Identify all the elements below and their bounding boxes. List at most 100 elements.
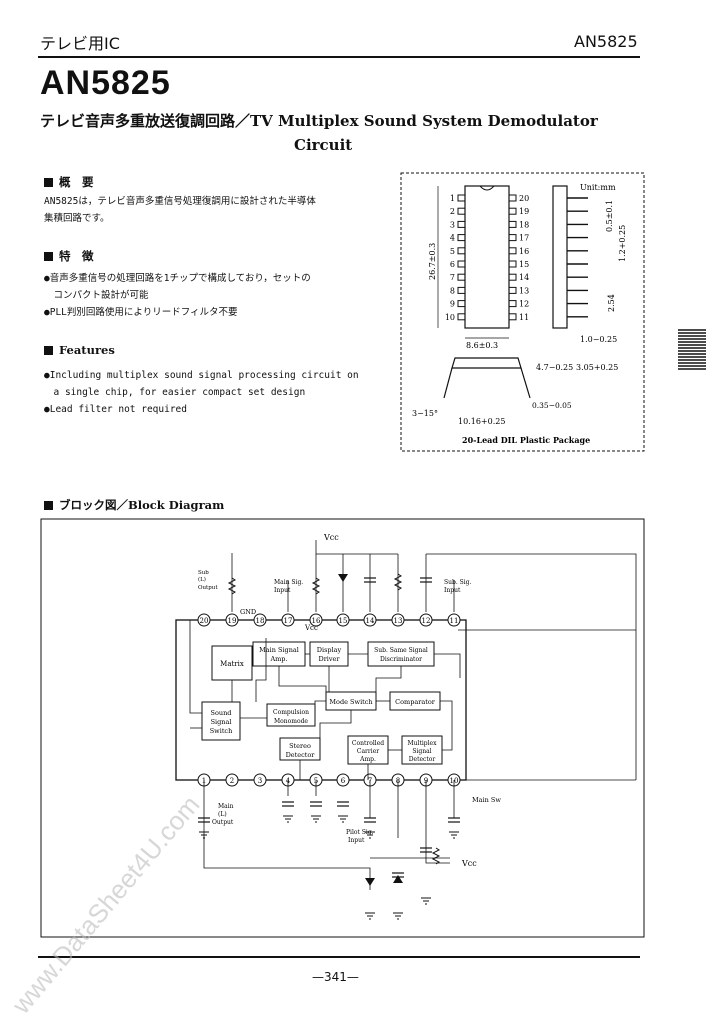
footer-rule [38,956,640,958]
dim-width: 8.6±0.3 [466,341,498,350]
features-en-text: ●Including multiplex sound signal proces… [44,370,359,415]
bd-top-pin [447,613,461,627]
diode-icon [338,574,348,582]
package-pin [508,260,517,268]
display-driver-label: Display [317,646,342,654]
bd-top-pin [253,613,267,627]
ground-symbol [199,831,209,839]
bd-top-pin-number: 18 [256,617,265,625]
vcc-inner-label: Vcc [304,624,318,632]
bd-top-pin-number: 12 [422,617,431,625]
package-pin [508,247,517,255]
page-number: —341— [312,970,359,984]
bd-top-pin [197,613,211,627]
dim-lead-pitch: 2.54 [607,294,616,312]
package-pin-number: 19 [519,207,529,216]
package-pin [457,234,466,242]
subtitle-line2: Circuit [294,136,353,154]
bd-top-pin [419,613,433,627]
package-pin-number: 12 [519,300,529,309]
diode-icon [393,875,403,883]
sub-signal-discriminator-label: Sub. Same Signal [374,647,428,654]
package-pin [457,300,466,308]
bd-bottom-pin [336,773,350,787]
package-pin-number: 10 [445,313,455,322]
compulsion-monomode-block [266,703,316,727]
main-output-label: Main [218,803,234,810]
side-view-body [552,185,568,329]
vcc-top-label: Vcc [323,533,339,542]
sub-output-label: (L) [198,576,206,583]
package-pin [457,207,466,215]
subtitle-line1: テレビ音声多重放送復調回路／TV Multiplex Sound System … [40,112,598,130]
package-pin [508,313,517,321]
resistor [393,573,403,591]
internal-wiring [189,620,461,780]
package-pin [457,220,466,228]
package-drawing: Unit:mm 1234567891020191817161514131211 … [400,172,645,452]
package-pin [457,286,466,294]
package-pin [508,286,517,294]
package-pin-number: 3 [450,220,455,229]
features-en-heading: Features [44,343,115,357]
ground-symbol [393,912,403,920]
package-pin-number: 7 [450,273,455,282]
vcc-bottom-label: Vcc [461,859,477,868]
bd-bottom-pin-number: 6 [341,777,346,785]
package-pin-number: 13 [519,286,529,295]
front-view-body [451,357,522,369]
compulsion-monomode-label: Monomode [274,718,308,725]
package-pin [457,247,466,255]
external-components [198,573,460,920]
section-square-icon [44,501,53,510]
ground-symbol [365,912,375,920]
sound-signal-switch-label: Switch [210,727,233,735]
ground-symbol [311,815,321,823]
package-pin-number: 14 [519,273,529,282]
stereo-detector-label: Stereo [289,742,311,750]
multiplex-signal-detector-label: Signal [412,748,431,755]
bd-top-pin-number: 19 [228,617,237,625]
package-pin [457,313,466,321]
side-view-leads [567,197,588,318]
section-square-icon [44,346,53,355]
bd-top-pin-number: 11 [450,617,459,625]
bd-top-pin [363,613,377,627]
page-title: AN5825 [40,64,171,102]
package-pin-number: 17 [519,234,529,243]
bd-top-pin-number: 17 [284,617,293,625]
controlled-carrier-amp-label: Carrier [357,748,379,755]
package-pin-number: 18 [519,220,529,229]
ground-symbol [449,831,459,839]
dim-lead-t: 0.35−0.05 [532,401,572,410]
main-sw-label: Main Sw [472,796,501,804]
package-pin [457,273,466,281]
package-pin-number: 1 [450,194,455,203]
resistor [227,577,237,595]
bd-bottom-pin [225,773,239,787]
dim-height: 4.7−0.25 [536,363,573,372]
bd-top-pin [225,613,239,627]
section-square-icon [44,252,53,261]
controlled-carrier-amp-label: Controlled [352,740,384,747]
diode-icon [365,878,375,886]
controlled-carrier-amp-label: Amp. [359,756,376,763]
main-output-label: Output [212,819,234,826]
resistor [311,577,321,595]
package-pin [508,207,517,215]
main-signal-amp-label: Amp. [269,655,287,663]
package-pin-number: 15 [519,260,529,269]
bd-top-pin-number: 20 [200,617,209,625]
sound-signal-switch-block [201,701,241,741]
dim-lead-thick: 1.0−0.25 [580,335,617,344]
pilot-sig-input-label: Input [348,837,365,844]
stereo-detector-label: Detector [286,751,316,759]
package-pin [457,260,466,268]
main-sig-input-label: Input [274,587,291,594]
sub-sig-input-label: Sub. Sig. [444,579,472,586]
features-jp-heading: 特 徴 [44,248,94,264]
package-pin-number: 20 [519,194,529,203]
package-pin [508,194,517,202]
package-pin [508,300,517,308]
